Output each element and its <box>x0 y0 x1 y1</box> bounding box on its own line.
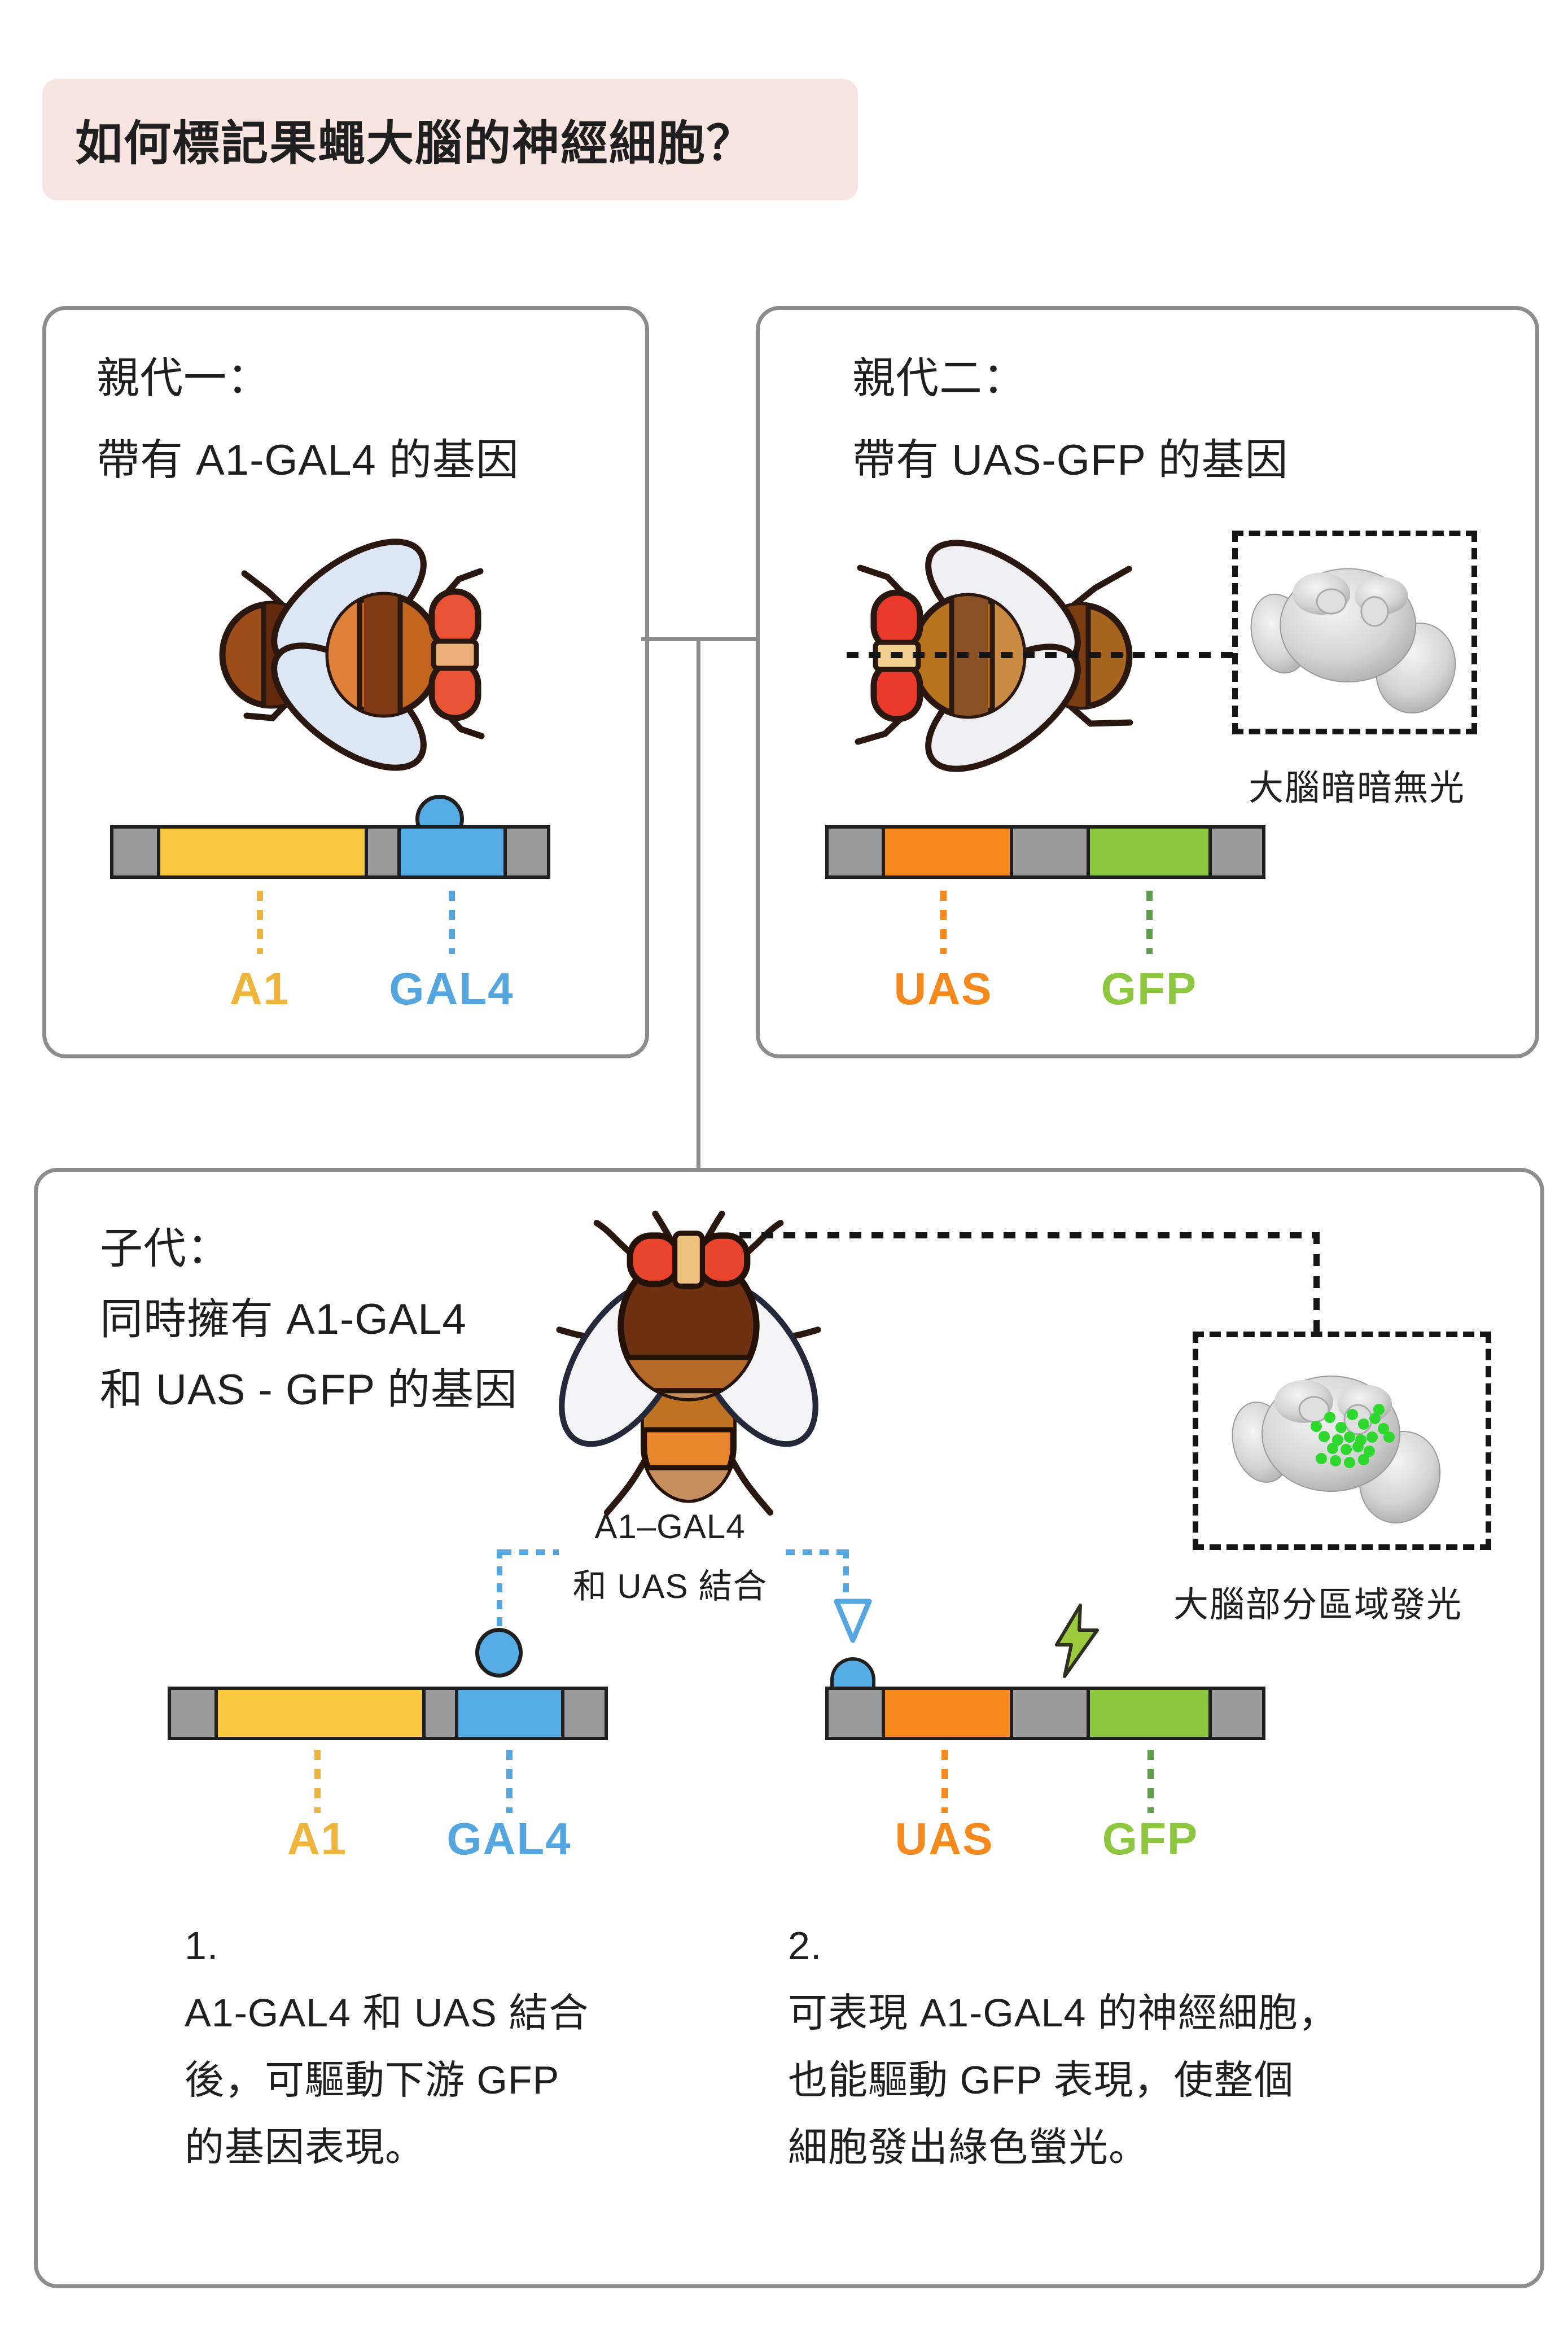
parent1-heading-line2: 帶有 A1-GAL4 的基因 <box>97 436 519 484</box>
gene-segment-linker <box>829 1690 882 1737</box>
gal4-pointer-dash <box>506 1750 513 1813</box>
uas-pointer-dash <box>940 891 947 954</box>
binding-label-line2: 和 UAS 結合 <box>572 1567 768 1605</box>
gfp-label: GFP <box>1101 964 1198 1014</box>
fruit-fly-right-icon <box>219 538 485 771</box>
gene-segment-linker <box>561 1690 605 1737</box>
a1-pointer-dash <box>314 1750 321 1813</box>
binding-connector-left-v <box>497 1549 502 1628</box>
open-triangle-down-icon <box>834 1599 872 1643</box>
gal4-protein-ball-icon <box>475 1628 523 1678</box>
brain-glowing-frame <box>1193 1332 1491 1550</box>
gene-segment-GFP <box>1086 1690 1209 1737</box>
gene-bar-uas-gfp-parent2 <box>825 825 1265 879</box>
step1-line2: 後，可驅動下游 GFP <box>185 2058 560 2102</box>
parent2-heading: 親代二： 帶有 UAS-GFP 的基因 <box>852 338 1289 501</box>
gene-segment-linker <box>422 1690 455 1737</box>
brain-3d-green-dots-icon <box>1232 1376 1441 1523</box>
gene-segment-GAL4 <box>455 1690 562 1737</box>
cross-connector-vertical <box>697 637 700 1168</box>
uas-label: UAS <box>894 964 993 1014</box>
gene-segment-GFP <box>1086 829 1209 875</box>
brain-pointer-dotted-line <box>847 652 1236 658</box>
gene-segment-linker <box>171 1690 214 1737</box>
gene-bar-a1-gal4-offspring <box>168 1687 608 1740</box>
parent2-heading-line2: 帶有 UAS-GFP 的基因 <box>852 436 1289 484</box>
brain-glowing-caption: 大腦部分區域發光 <box>1173 1586 1462 1624</box>
offspring-brain-dotted-line-v <box>1313 1232 1320 1334</box>
parent1-heading-line1: 親代一： <box>97 354 270 402</box>
gene-segment-linker <box>503 829 547 875</box>
step1-line3: 的基因表現。 <box>185 2125 425 2169</box>
binding-connector-left-h <box>502 1549 559 1555</box>
title-banner: 如何標記果蠅大腦的神經細胞？ <box>42 79 858 200</box>
uas-label: UAS <box>895 1814 994 1864</box>
step2-text: 2. 可表現 A1-GAL4 的神經細胞， 也能驅動 GFP 表現，使整個 細胞… <box>788 1912 1338 2181</box>
gene-segment-linker <box>1208 1690 1262 1737</box>
gene-segment-linker <box>113 829 157 875</box>
step1-line1: A1-GAL4 和 UAS 結合 <box>185 1991 589 2035</box>
parent1-heading: 親代一： 帶有 A1-GAL4 的基因 <box>97 338 519 501</box>
page-title: 如何標記果蠅大腦的神經細胞？ <box>75 117 755 170</box>
gene-bar-uas-gfp-offspring <box>825 1687 1265 1740</box>
gfp-pointer-dash <box>1147 1750 1154 1813</box>
binding-label-line1: A1–GAL4 <box>594 1508 746 1545</box>
gal4-label: GAL4 <box>389 964 514 1014</box>
offspring-heading-line1: 子代： <box>100 1225 230 1273</box>
offspring-heading-line2: 同時擁有 A1-GAL4 <box>100 1295 467 1343</box>
gal4-pointer-dash <box>449 891 455 954</box>
a1-label: A1 <box>229 964 290 1014</box>
gene-segment-A1 <box>156 829 365 875</box>
gene-segment-UAS <box>882 1690 1010 1737</box>
gfp-signal-dots <box>1311 1404 1395 1468</box>
uas-pointer-dash <box>941 1750 948 1813</box>
step1-text: 1. A1-GAL4 和 UAS 結合 後，可驅動下游 GFP 的基因表現。 <box>185 1912 589 2181</box>
step2-line1: 可表現 A1-GAL4 的神經細胞， <box>788 1991 1338 2035</box>
step1-number: 1. <box>185 1924 219 1968</box>
gene-segment-linker <box>829 829 882 875</box>
gene-segment-linker <box>365 829 398 875</box>
offspring-heading-line3: 和 UAS - GFP 的基因 <box>100 1366 518 1414</box>
gene-segment-linker <box>1010 829 1087 875</box>
gfp-pointer-dash <box>1146 891 1153 954</box>
step2-line2: 也能驅動 GFP 表現，使整個 <box>788 2058 1294 2102</box>
gene-segment-UAS <box>882 829 1010 875</box>
step2-number: 2. <box>788 1924 822 1968</box>
gene-segment-GAL4 <box>397 829 504 875</box>
gal4-label: GAL4 <box>446 1814 572 1864</box>
gene-segment-A1 <box>214 1690 423 1737</box>
gene-bar-a1-gal4-parent1 <box>110 825 550 879</box>
offspring-heading: 子代： 同時擁有 A1-GAL4 和 UAS - GFP 的基因 <box>100 1214 518 1425</box>
binding-connector-right-h <box>786 1549 849 1555</box>
binding-connector-right-v <box>843 1549 849 1596</box>
gfp-label: GFP <box>1102 1814 1199 1864</box>
step2-line3: 細胞發出綠色螢光。 <box>788 2125 1149 2169</box>
offspring-brain-dotted-line-h <box>739 1232 1320 1238</box>
binding-label: A1–GAL4 和 UAS 結合 <box>495 1497 845 1617</box>
a1-pointer-dash <box>257 891 263 954</box>
brain-dark-frame <box>1232 531 1477 734</box>
lightning-bolt-icon <box>1055 1604 1099 1678</box>
parent2-heading-line1: 親代二： <box>852 354 1026 402</box>
fruit-fly-top-view-icon <box>556 1210 821 1516</box>
a1-label: A1 <box>287 1814 348 1864</box>
brain-dark-caption: 大腦暗暗無光 <box>1248 769 1465 808</box>
brain-3d-gray-icon <box>1250 568 1456 714</box>
gene-segment-linker <box>1208 829 1262 875</box>
gene-segment-linker <box>1010 1690 1087 1737</box>
